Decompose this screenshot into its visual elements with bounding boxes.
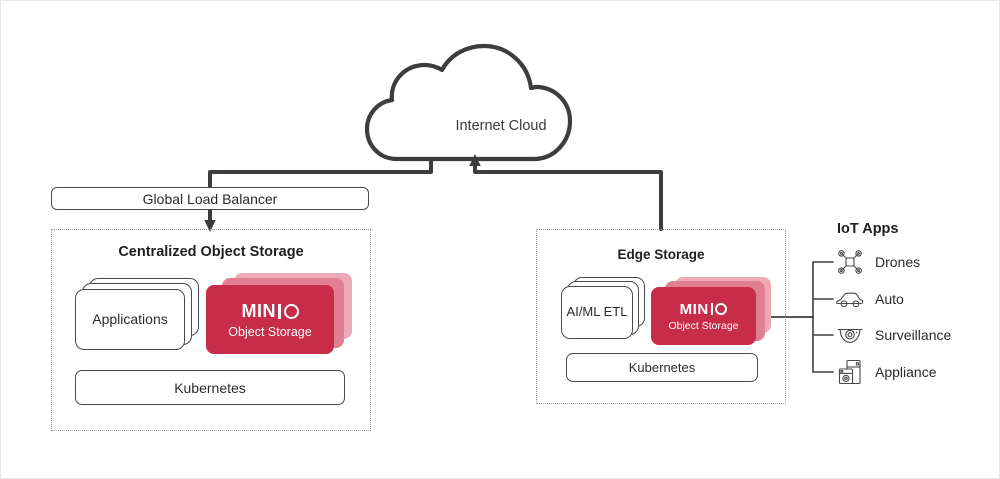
car-icon bbox=[835, 284, 865, 314]
iot-item-drones: Drones bbox=[835, 247, 920, 277]
iot-item-surveillance: Surveillance bbox=[835, 320, 951, 350]
minio-logo: MIN bbox=[241, 300, 299, 322]
centralized-kubernetes-box: Kubernetes bbox=[75, 370, 345, 405]
edge-to-cloud-riser bbox=[473, 162, 481, 174]
aiml-etl-card-stack: AI/ML ETL bbox=[561, 277, 645, 339]
centralized-minio-card-stack: MIN Object Storage bbox=[206, 273, 356, 357]
minio-wordmark-i-bar bbox=[710, 302, 713, 316]
edge-minio-card-stack: MIN Object Storage bbox=[651, 277, 775, 349]
minio-logo: MIN bbox=[680, 301, 728, 318]
edge-region-title: Edge Storage bbox=[617, 247, 705, 262]
iot-item-label: Drones bbox=[875, 254, 921, 270]
centralized-region-title: Centralized Object Storage bbox=[118, 244, 304, 260]
iot-item-label: Appliance bbox=[875, 364, 937, 380]
minio-wordmark-min: MIN bbox=[241, 300, 276, 321]
iot-item-label: Surveillance bbox=[875, 327, 952, 343]
cloud-to-load-balancer-line bbox=[215, 157, 433, 174]
cloud-icon bbox=[364, 43, 573, 162]
edge-to-cloud-line bbox=[479, 170, 663, 231]
edge-kubernetes-box: Kubernetes bbox=[566, 353, 758, 382]
global-load-balancer-box: Global Load Balancer bbox=[51, 187, 369, 210]
cloud-label: Internet Cloud bbox=[455, 118, 547, 134]
minio-card-front: MIN Object Storage bbox=[206, 285, 334, 354]
minio-wordmark-min: MIN bbox=[679, 300, 709, 318]
iot-apps-title: IoT Apps bbox=[837, 221, 899, 237]
washing-machine-icon bbox=[835, 357, 865, 387]
minio-subtitle: Object Storage bbox=[668, 319, 739, 332]
minio-card-front: MIN Object Storage bbox=[651, 287, 756, 345]
minio-wordmark-o-ring bbox=[283, 303, 299, 319]
drone-icon bbox=[835, 247, 865, 277]
minio-subtitle: Object Storage bbox=[228, 324, 312, 339]
cloud-arrowhead bbox=[469, 154, 481, 166]
minio-wordmark-o-ring bbox=[714, 302, 728, 316]
iot-item-appliance: Appliance bbox=[835, 357, 937, 387]
applications-card-front: Applications bbox=[75, 289, 185, 350]
dome-camera-icon bbox=[835, 320, 865, 350]
edge-storage-region bbox=[536, 229, 786, 404]
iot-item-label: Auto bbox=[875, 291, 904, 307]
iot-item-auto: Auto bbox=[835, 284, 904, 314]
minio-wordmark-i-bar bbox=[278, 303, 282, 319]
aiml-card-front: AI/ML ETL bbox=[561, 286, 633, 339]
applications-card-stack: Applications bbox=[75, 278, 199, 350]
centralized-object-storage-region bbox=[51, 229, 371, 431]
